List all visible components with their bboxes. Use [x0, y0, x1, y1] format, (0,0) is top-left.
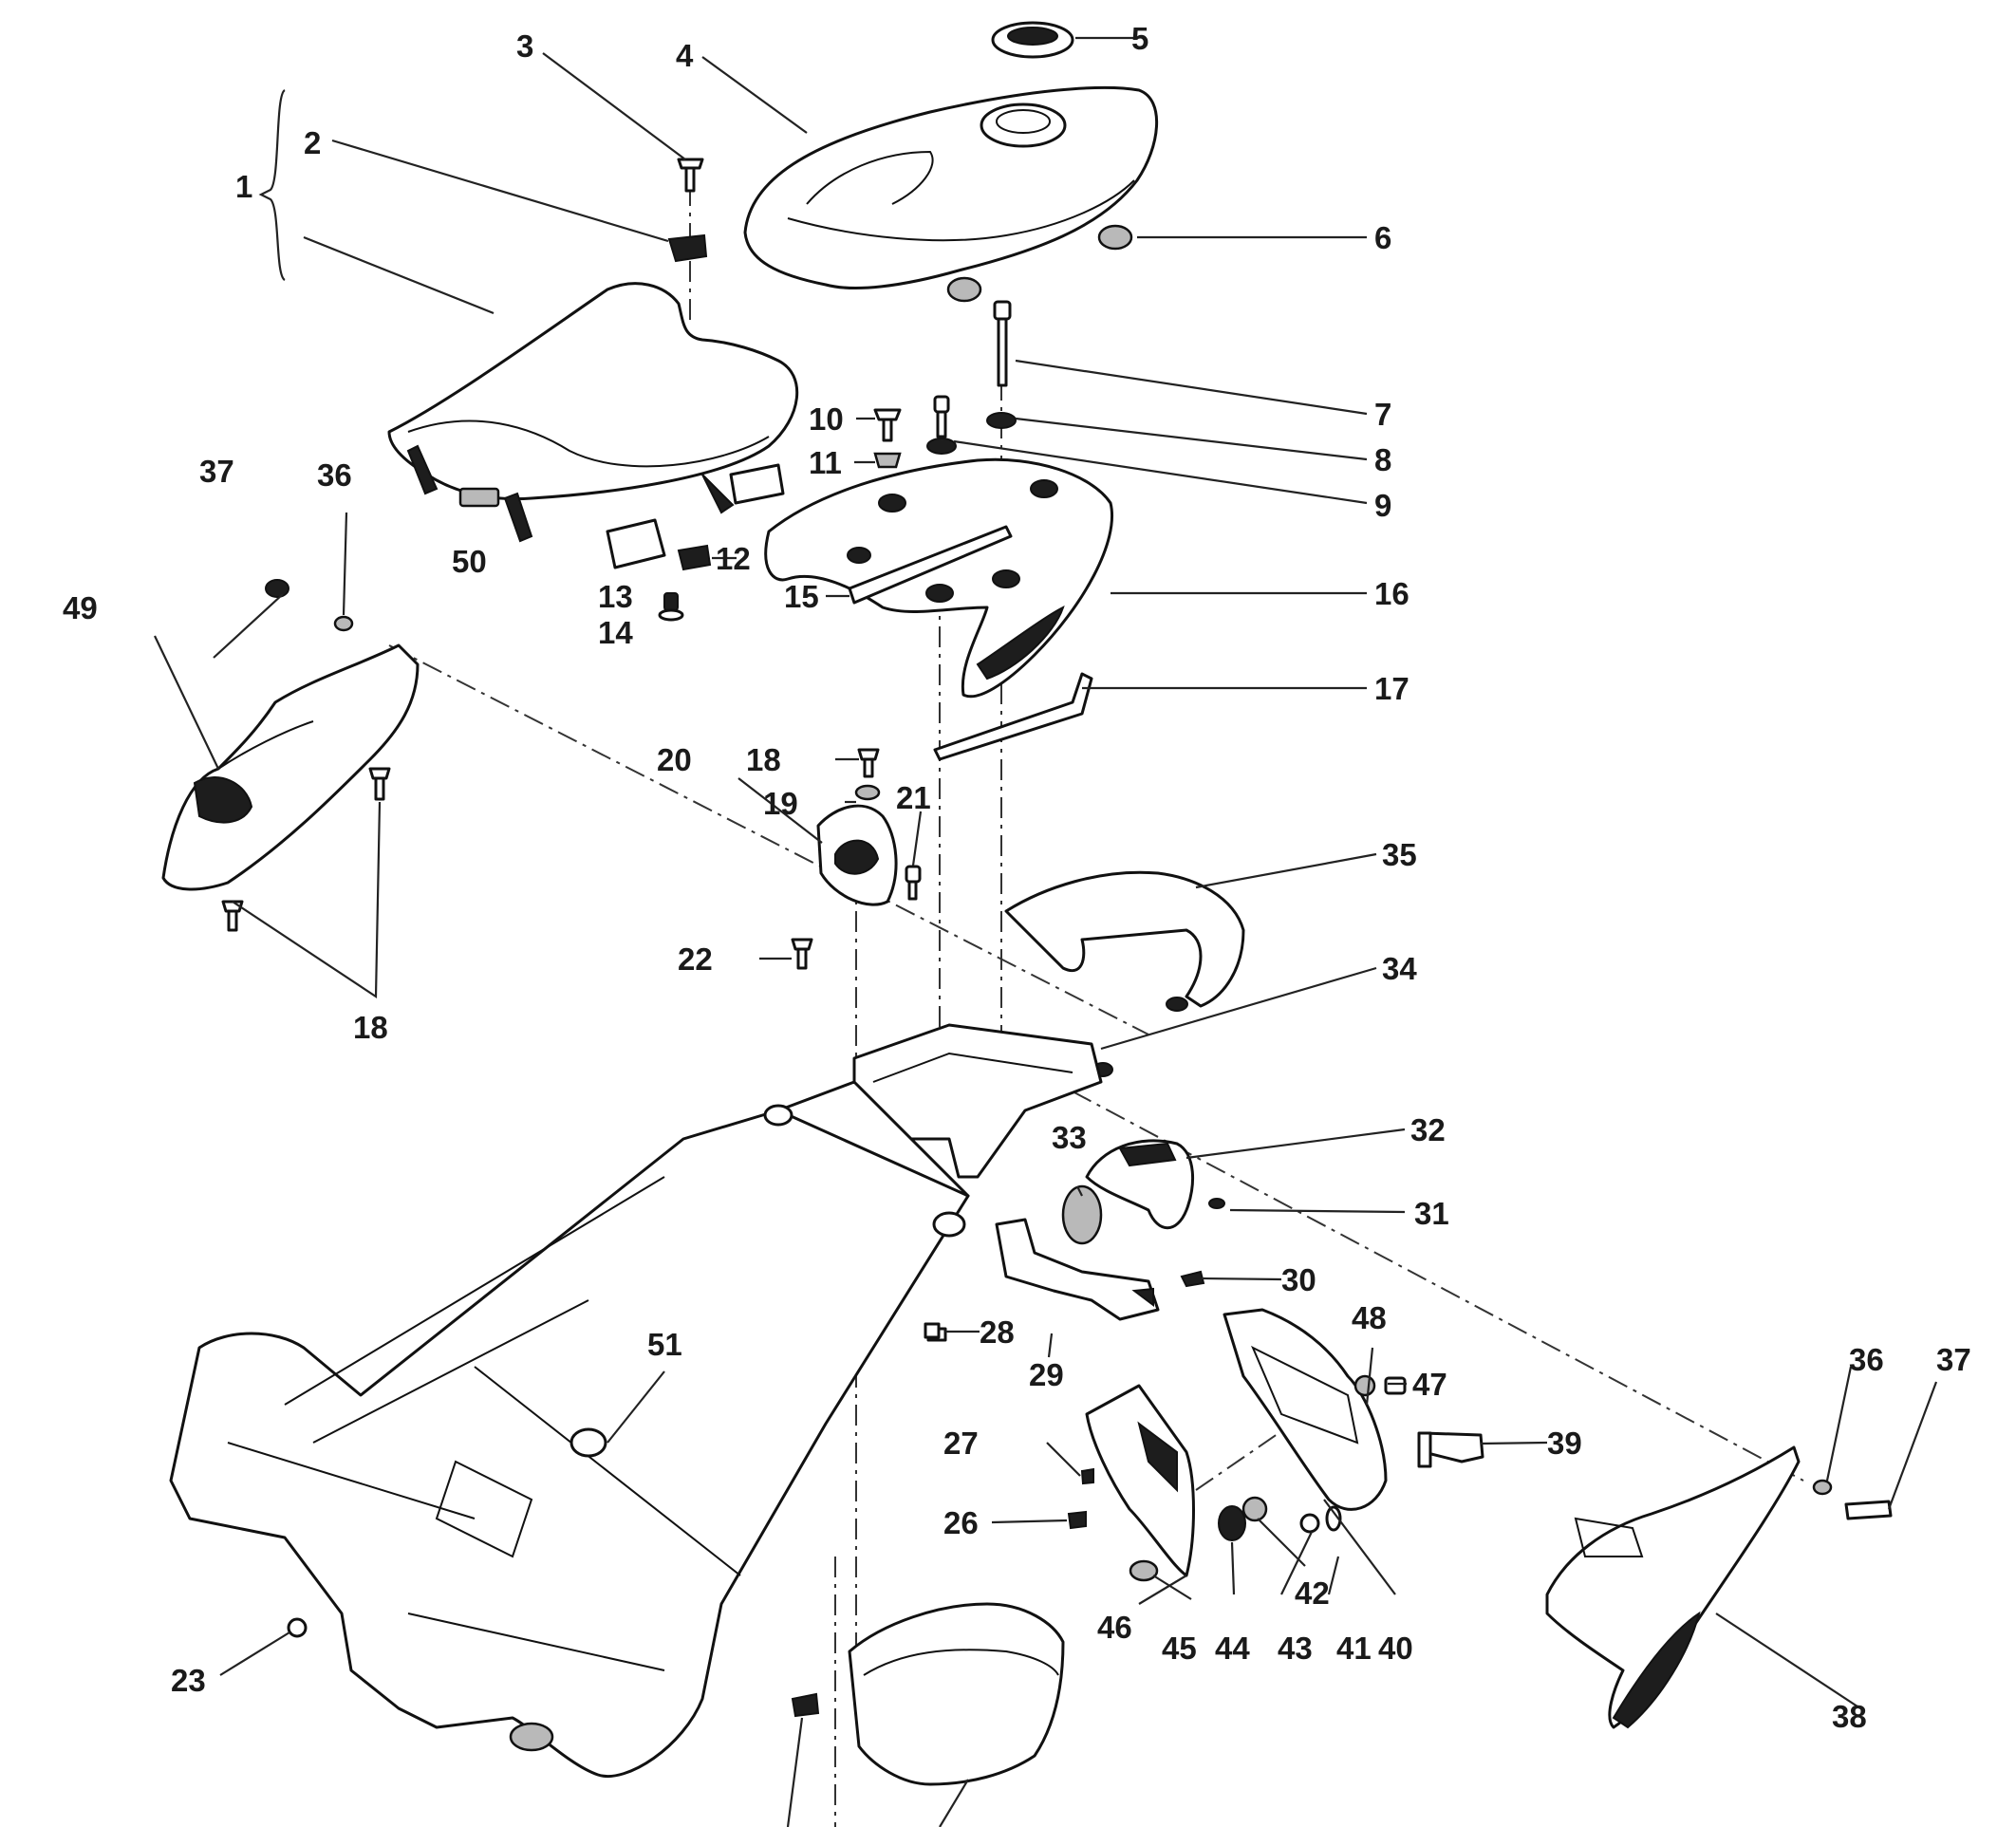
callout-26: 26: [943, 1505, 979, 1540]
callout-19: 19: [763, 786, 798, 821]
callout-38: 38: [1832, 1699, 1867, 1734]
callout-35: 35: [1382, 837, 1417, 872]
rear-carrier: [1004, 870, 1245, 1012]
callout-18-lower: 18: [353, 1010, 388, 1045]
callout-37-right: 37: [1936, 1342, 1971, 1377]
callout-43: 43: [1278, 1631, 1313, 1666]
underseat-tray: [791, 1602, 1065, 1786]
callout-48: 48: [1352, 1300, 1387, 1335]
callout-5: 5: [1131, 21, 1148, 56]
callout-20: 20: [657, 742, 692, 777]
callout-labels: 1 2 3 4 5 6 7 8 9 10 11 12 13 14 15 16 1…: [63, 21, 1971, 1734]
callout-44: 44: [1215, 1631, 1250, 1666]
callout-1: 1: [235, 169, 252, 204]
callout-7: 7: [1374, 397, 1391, 432]
callout-28: 28: [980, 1314, 1015, 1350]
callout-10: 10: [809, 401, 844, 437]
bracket-20: [816, 804, 922, 906]
callout-11: 11: [809, 445, 842, 480]
screw-10-washer-11: [873, 408, 902, 469]
callout-27: 27: [943, 1426, 979, 1461]
leader-lines: [154, 36, 1938, 1827]
seat-hardware: [458, 463, 785, 622]
callout-15: 15: [784, 579, 819, 614]
callout-37-left: 37: [199, 454, 234, 489]
screws-misc: [221, 579, 1893, 1638]
bracket-29: [995, 1218, 1160, 1321]
callout-36-right: 36: [1849, 1342, 1884, 1377]
bracket-39: [1417, 1431, 1484, 1468]
seat-screw-clip: [667, 158, 708, 263]
callout-41: 41: [1336, 1631, 1372, 1666]
callout-39: 39: [1547, 1426, 1582, 1461]
cowl-grommet: [991, 21, 1074, 59]
right-side-panel: [1545, 1445, 1801, 1729]
reflector-bracket: [1085, 1384, 1195, 1577]
callout-6: 6: [1374, 220, 1391, 255]
callout-51: 51: [647, 1327, 682, 1362]
grab-rail-frame: [764, 457, 1113, 699]
callout-13: 13: [598, 579, 633, 614]
callout-31: 31: [1414, 1196, 1449, 1231]
callout-47: 47: [1412, 1367, 1447, 1402]
callout-16: 16: [1374, 576, 1409, 611]
callout-33: 33: [1052, 1120, 1087, 1155]
callout-36-left: 36: [317, 457, 352, 493]
callout-14: 14: [598, 615, 633, 650]
left-side-panel: [161, 643, 420, 891]
callout-40: 40: [1378, 1631, 1413, 1666]
callout-4: 4: [676, 38, 694, 73]
seat-cowl: [743, 85, 1158, 289]
callout-9: 9: [1374, 488, 1391, 523]
callout-23: 23: [171, 1663, 206, 1698]
callout-17: 17: [1374, 671, 1409, 706]
washers-8-9: [926, 395, 1017, 455]
callout-22: 22: [678, 941, 713, 977]
tail-cover: [1061, 1139, 1195, 1245]
callout-18-upper: 18: [746, 742, 781, 777]
callout-46: 46: [1097, 1610, 1132, 1645]
callout-8: 8: [1374, 442, 1391, 477]
license-plate-holder: [1223, 1308, 1388, 1511]
callout-45: 45: [1162, 1631, 1197, 1666]
callout-34: 34: [1382, 951, 1417, 986]
callout-49: 49: [63, 590, 98, 625]
bolt-7: [993, 300, 1012, 387]
rubber-buffers: [946, 224, 1133, 303]
callout-21: 21: [896, 780, 931, 815]
callout-2: 2: [304, 125, 321, 160]
rider-seat: [387, 282, 799, 543]
callout-42: 42: [1295, 1575, 1330, 1611]
callout-50: 50: [452, 544, 487, 579]
callout-3: 3: [516, 28, 533, 64]
callout-32: 32: [1410, 1112, 1446, 1147]
callout-12: 12: [716, 541, 751, 576]
callout-29: 29: [1029, 1357, 1064, 1392]
mounting-plates: [848, 525, 1093, 761]
callout-30: 30: [1281, 1262, 1316, 1297]
main-frame: [169, 1023, 1103, 1778]
